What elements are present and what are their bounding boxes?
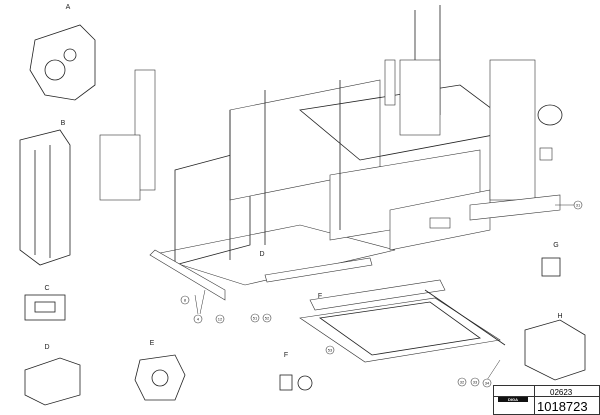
section-label-e: E [150, 340, 155, 347]
svg-text:32: 32 [460, 380, 465, 385]
callout-32: 32 [457, 377, 467, 387]
detail-b: B [19, 120, 71, 266]
callout-51: 51 [250, 313, 260, 323]
callout-4: 4 [193, 289, 206, 324]
drawing-number: 02623 [550, 388, 573, 397]
section-label-f-upper: F [318, 293, 322, 300]
detail-f: F F [279, 293, 322, 391]
section-label-d: D [44, 344, 49, 351]
callout-8b: 8 [180, 295, 190, 305]
svg-text:52: 52 [265, 316, 270, 321]
section-label-h: H [557, 313, 562, 320]
callout-53: 53 [325, 345, 335, 355]
section-label-a: A [66, 4, 71, 11]
detail-g: G [541, 242, 561, 277]
callout-52: 52 [262, 313, 272, 323]
title-block-divider [494, 396, 599, 397]
section-marker-d: D [259, 251, 264, 258]
section-label-f: F [284, 352, 288, 359]
title-block-divider-vertical [534, 386, 535, 414]
callout-12: 12 [215, 314, 225, 324]
detail-a: A [29, 4, 96, 101]
svg-text:33: 33 [473, 380, 478, 385]
detail-d: D [24, 344, 81, 406]
main-frame [99, 5, 563, 363]
company-logo: DIGA [498, 397, 528, 402]
svg-text:31: 31 [576, 203, 581, 208]
detail-c: C [24, 285, 66, 321]
svg-text:8: 8 [184, 298, 187, 303]
svg-text:12: 12 [218, 317, 223, 322]
detail-h: H [524, 313, 586, 381]
callouts: 4 12 8 31 32 33 34 51 52 53 D [180, 200, 583, 388]
title-block: DIGA 02623 1018723 [493, 385, 600, 415]
svg-text:53: 53 [328, 348, 333, 353]
callout-33: 33 [470, 377, 480, 387]
callout-31: 31 [555, 200, 583, 210]
callout-8 [194, 294, 199, 315]
svg-text:34: 34 [485, 381, 490, 386]
svg-text:51: 51 [253, 316, 258, 321]
callout-34: 34 [482, 359, 501, 388]
section-label-b: B [61, 120, 66, 127]
section-label-g: G [553, 242, 558, 249]
part-number: 1018723 [537, 399, 588, 414]
detail-e: E [134, 340, 186, 401]
section-label-c: C [44, 285, 49, 292]
svg-text:4: 4 [197, 317, 200, 322]
